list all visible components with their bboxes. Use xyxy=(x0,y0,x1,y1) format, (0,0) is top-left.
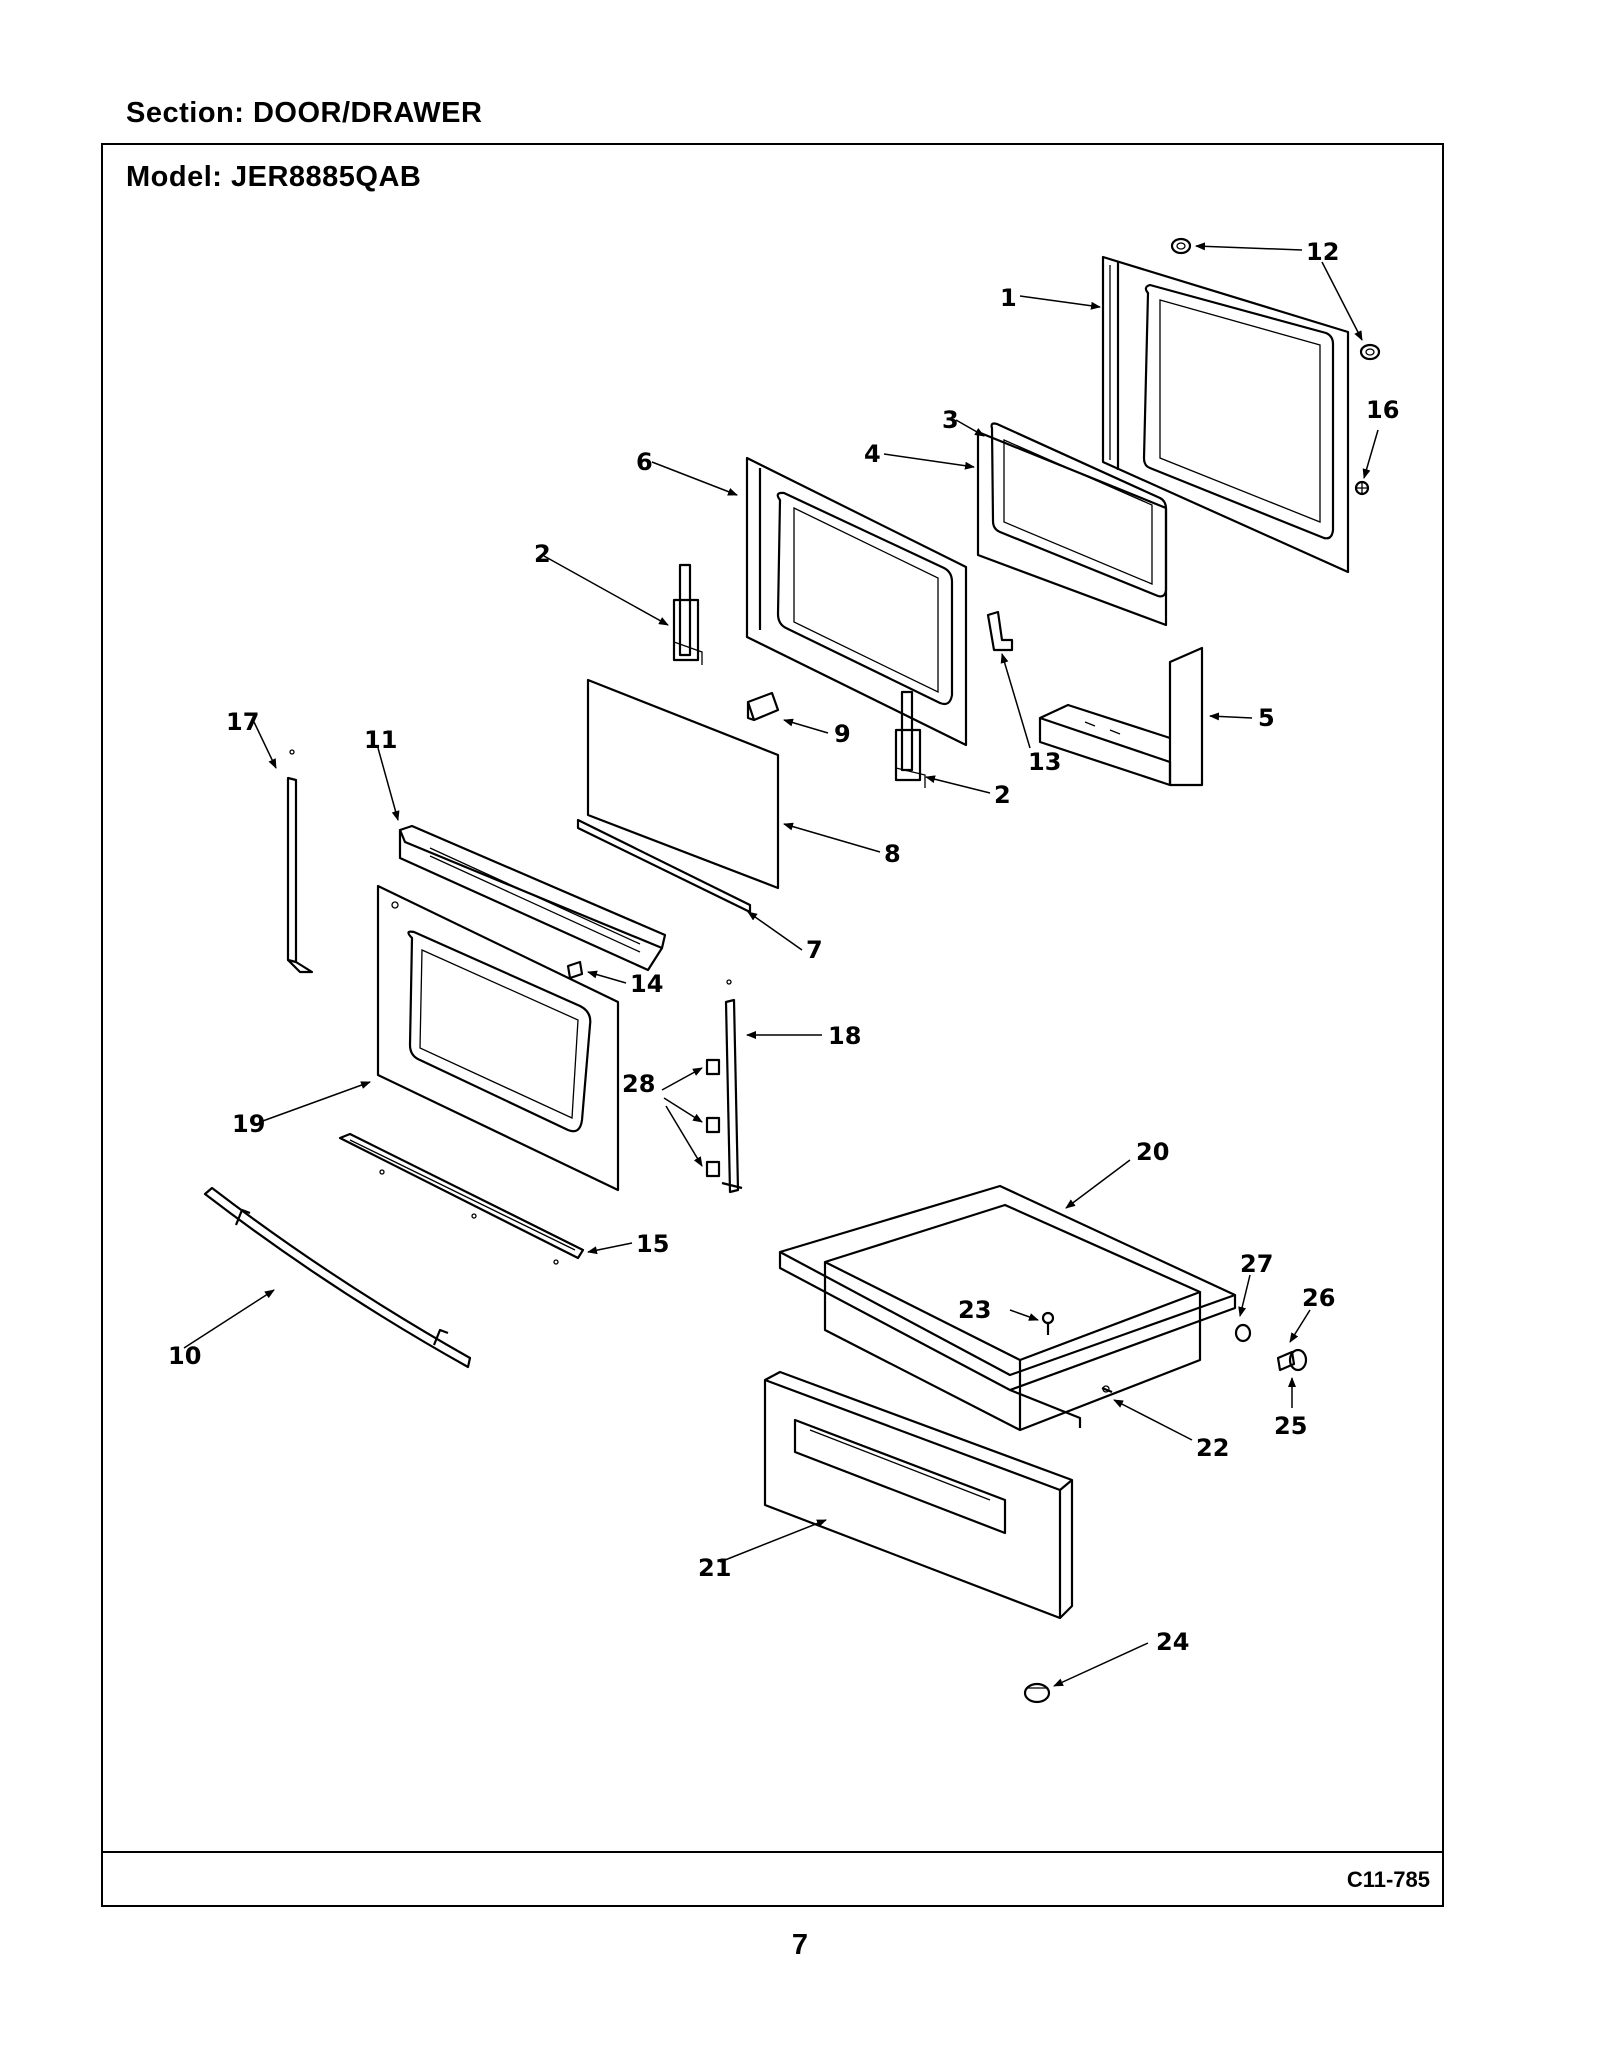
part-13-clip xyxy=(986,610,1014,652)
part-3-4-inner-glass-gasket xyxy=(976,422,1168,627)
part-2-hinge-lower xyxy=(894,690,926,788)
callout-21: 21 xyxy=(698,1554,731,1582)
part-7-glass-trim xyxy=(576,818,752,914)
part-6-inner-door-frame xyxy=(745,456,968,747)
part-11-vent-trim xyxy=(398,824,667,972)
callout-24: 24 xyxy=(1156,1628,1189,1656)
callout-25: 25 xyxy=(1274,1412,1307,1440)
part-1-door-outer-panel xyxy=(1101,255,1350,574)
part-17-left-trim xyxy=(286,749,314,974)
part-12-clips xyxy=(1170,237,1381,361)
callout-27: 27 xyxy=(1240,1250,1273,1278)
callout-16: 16 xyxy=(1366,396,1399,424)
callout-9: 9 xyxy=(834,720,851,748)
part-5-insulation xyxy=(1038,646,1204,787)
callout-1: 1 xyxy=(1000,284,1017,312)
part-25-26-roller xyxy=(1276,1348,1308,1372)
part-22-screw xyxy=(1101,1385,1113,1394)
callout-26: 26 xyxy=(1302,1284,1335,1312)
part-27-nut xyxy=(1234,1323,1252,1343)
callout-19: 19 xyxy=(232,1110,265,1138)
section-title: Section: DOOR/DRAWER xyxy=(126,97,483,129)
callout-6: 6 xyxy=(636,448,653,476)
part-16-screw xyxy=(1354,480,1370,496)
callout-7: 7 xyxy=(806,936,823,964)
part-23-screw xyxy=(1041,1311,1055,1335)
part-9-bracket xyxy=(746,691,780,722)
callout-numbers: 12 1 16 3 4 6 2 5 9 13 2 17 11 8 7 14 18… xyxy=(168,238,1399,1656)
part-21-drawer-front xyxy=(763,1370,1074,1620)
callout-17: 17 xyxy=(226,708,259,736)
footer-divider xyxy=(103,1851,1442,1853)
part-14-button xyxy=(566,960,584,980)
part-20-drawer xyxy=(778,1184,1237,1432)
callout-2-upper: 2 xyxy=(534,540,551,568)
callout-23: 23 xyxy=(958,1296,991,1324)
diagram-frame: Model: JER8885QAB C11-785 xyxy=(101,143,1444,1907)
callout-10: 10 xyxy=(168,1342,201,1370)
callout-11: 11 xyxy=(364,726,397,754)
model-title: Model: JER8885QAB xyxy=(126,161,422,193)
part-28-pads xyxy=(705,1058,721,1178)
callout-12: 12 xyxy=(1306,238,1339,266)
part-10-handle xyxy=(203,1186,472,1369)
callout-2-lower: 2 xyxy=(994,781,1011,809)
callout-13: 13 xyxy=(1028,748,1061,776)
part-15-bottom-trim xyxy=(338,1132,585,1265)
callout-15: 15 xyxy=(636,1230,669,1258)
callout-18: 18 xyxy=(828,1022,861,1050)
callout-8: 8 xyxy=(884,840,901,868)
diagram-code: C11-785 xyxy=(1346,1867,1430,1892)
page-number: 7 xyxy=(791,1929,809,1961)
part-18-right-trim xyxy=(721,979,743,1194)
leader-lines xyxy=(183,242,1379,1687)
callout-28: 28 xyxy=(622,1070,655,1098)
part-24-foot xyxy=(1023,1682,1051,1704)
callout-20: 20 xyxy=(1136,1138,1169,1166)
part-2-hinge-upper xyxy=(672,563,703,665)
callout-5: 5 xyxy=(1258,704,1275,732)
callout-4: 4 xyxy=(864,440,881,468)
callout-3: 3 xyxy=(942,406,959,434)
part-8-glass-panel xyxy=(586,678,780,890)
callout-14: 14 xyxy=(630,970,663,998)
callout-22: 22 xyxy=(1196,1434,1229,1462)
part-19-outer-door-panel xyxy=(376,884,620,1192)
